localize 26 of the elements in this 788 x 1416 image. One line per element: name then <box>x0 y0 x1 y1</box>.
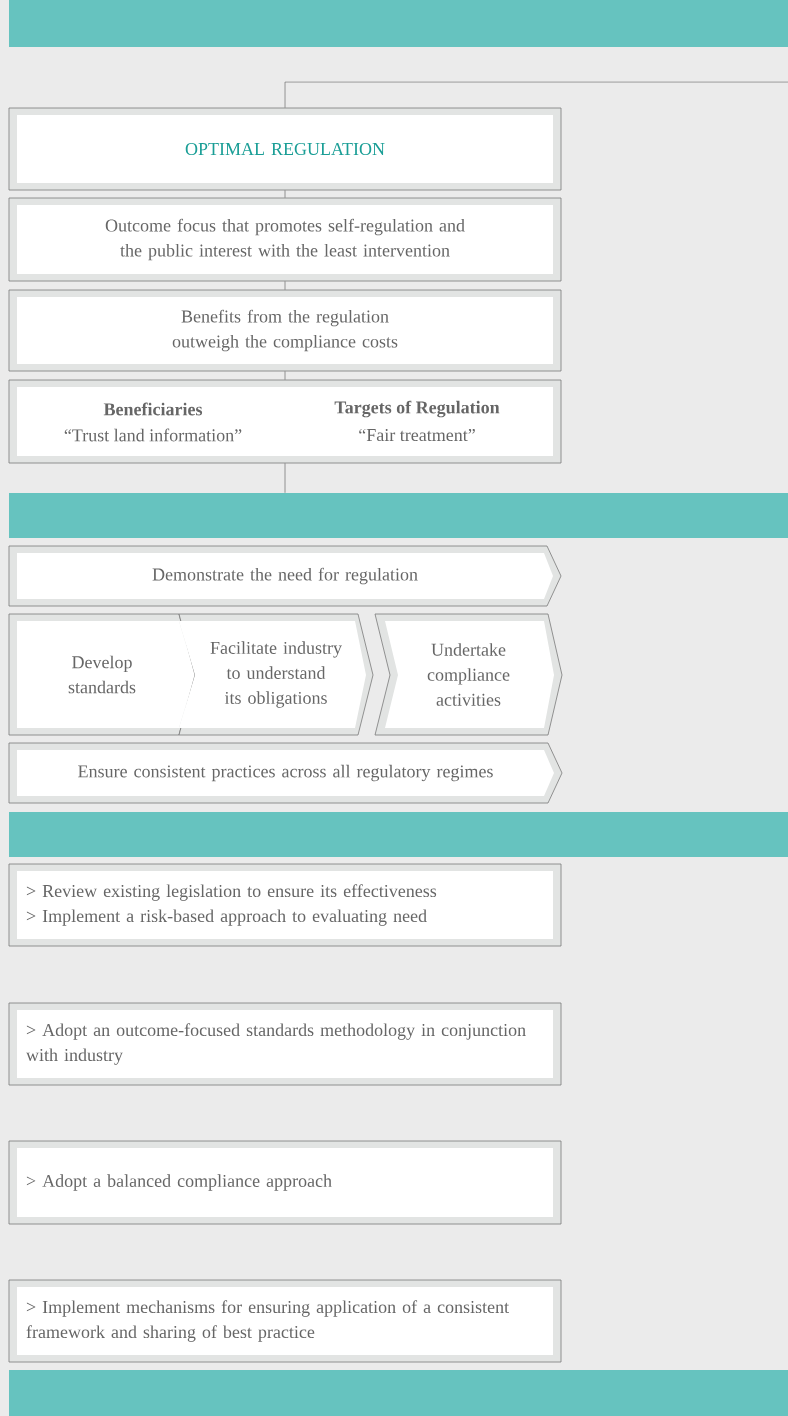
text-box: > Review existing legislation to ensure its effectiveness > Implement a risk-based approach to evaluating need <box>8 863 562 947</box>
chevron-box: Develop standards <box>8 613 196 736</box>
chevron-box: Facilitate industry to understand its obligations <box>178 613 374 736</box>
chevron-box: Demonstrate the need for regulation <box>8 545 562 607</box>
header-band <box>9 493 788 538</box>
connector-line <box>284 280 286 291</box>
text-box: Outcome focus that promotes self-regulation and the public interest with the least intervention <box>8 197 562 282</box>
quote-text: “Fair treatment” <box>359 428 475 442</box>
text-box <box>8 379 562 464</box>
text-box: > Adopt an outcome-focused standards methodology in conjunction with industry <box>8 1002 562 1086</box>
connector-line <box>284 81 788 109</box>
chevron-box: Undertake compliance activities <box>374 613 563 736</box>
quote-text: “Trust land information” <box>64 428 242 442</box>
text-box: > Implement mechanisms for ensuring application of a consistent framework and sharing of best practice <box>8 1279 562 1363</box>
connector-line <box>284 370 286 381</box>
text-box: Benefits from the regulation outweigh the compliance costs <box>8 289 562 372</box>
header-band <box>9 812 788 857</box>
header-band <box>9 0 788 47</box>
connector-line <box>284 462 286 494</box>
text-box: > Adopt a balanced compliance approach <box>8 1140 562 1225</box>
text-box: OPTIMAL REGULATION <box>8 107 562 191</box>
column-heading: Targets of Regulation <box>334 400 500 418</box>
header-band <box>9 1370 788 1416</box>
column-heading: Beneficiaries <box>103 402 203 416</box>
connector-line <box>284 189 286 199</box>
chevron-box: Ensure consistent practices across all regulatory regimes <box>8 742 563 804</box>
